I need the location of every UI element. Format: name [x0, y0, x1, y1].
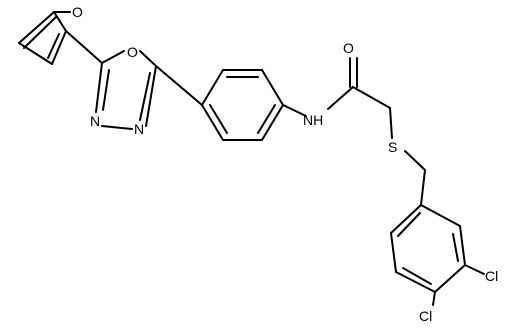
phenylene-double-bond-2: [257, 104, 276, 134]
dichlorophenyl-ring: [390, 204, 466, 293]
oxadiazole-ring: [95, 50, 157, 130]
furan-oxadiazole-bond: [65, 30, 103, 64]
chlorine-bond-1: [464, 264, 485, 275]
oxadiazole-double-bond-1: [102, 69, 110, 111]
furan-oxygen-label: O: [72, 4, 83, 20]
oxadiazole-benzene-bond: [155, 65, 203, 106]
oxadiazole-nitrogen-label-1: N: [90, 113, 100, 129]
sulfur-methylene-bond: [404, 150, 426, 171]
furan-ring: [18, 11, 71, 65]
aryl-double-bond-2: [402, 267, 432, 285]
aryl-nh-bond: [282, 104, 307, 117]
carbonyl-oxygen-label: O: [343, 40, 354, 56]
nh-carbonyl-bond: [327, 86, 354, 110]
amide-nh-label: NH: [303, 112, 323, 128]
chlorine-bond-2: [432, 291, 436, 306]
methylene-aryl-bond: [420, 169, 426, 206]
chlorine-label-1: Cl: [485, 268, 498, 284]
oxadiazole-oxygen-label: O: [127, 44, 138, 60]
oxadiazole-double-bond-2: [139, 72, 151, 121]
carbonyl-methylene-bond: [352, 86, 391, 109]
furan-double-bond-1: [23, 16, 57, 49]
phenylene-double-bond-3: [209, 104, 228, 134]
oxadiazole-nitrogen-label-2: N: [134, 121, 144, 137]
methylene-sulfur-bond: [389, 107, 393, 139]
aryl-double-bond-3: [397, 212, 421, 237]
furan-double-bond-2: [47, 33, 60, 59]
aryl-double-bond-1: [452, 233, 459, 262]
phenylene-ring: [201, 69, 284, 141]
sulfur-label: S: [388, 139, 397, 155]
chlorine-label-2: Cl: [419, 308, 432, 324]
